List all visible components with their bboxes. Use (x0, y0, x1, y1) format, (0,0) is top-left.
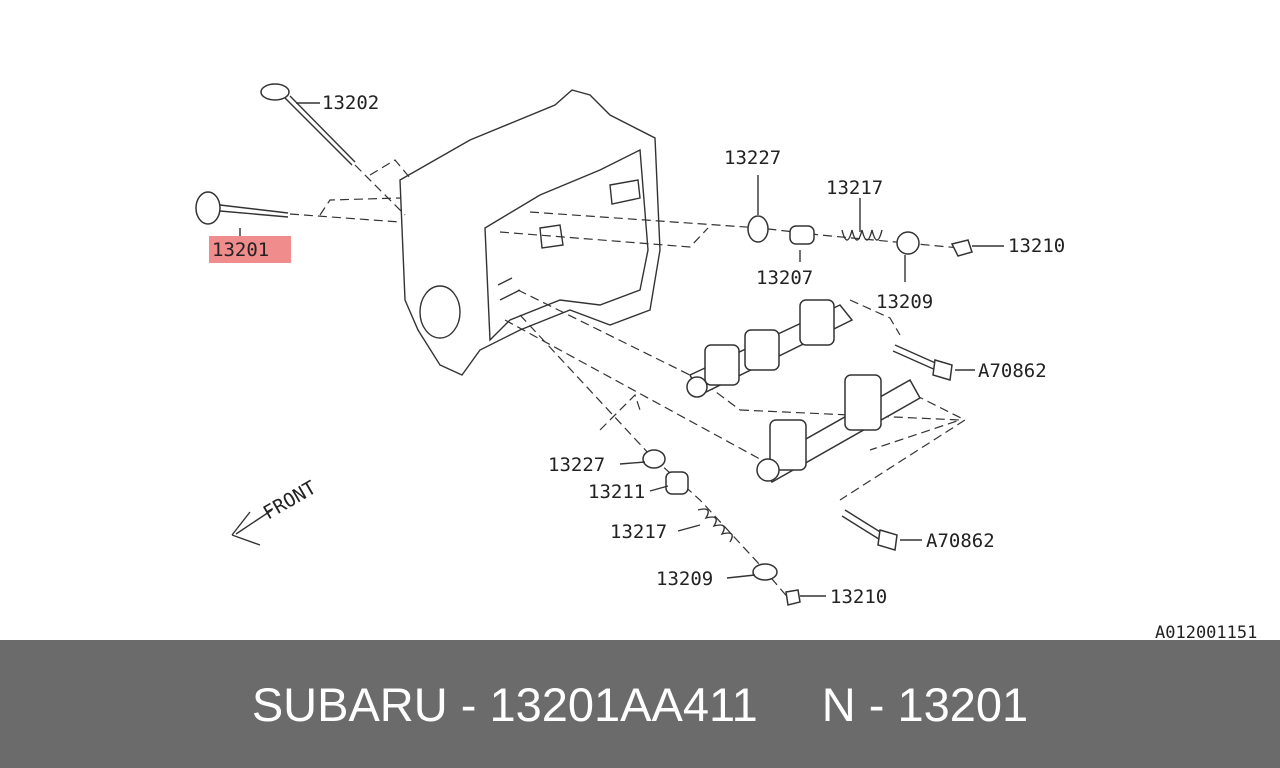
front-arrow-icon (231, 509, 273, 546)
exhaust-valve-13202 (260, 83, 356, 166)
label-13209-top: 13209 (876, 291, 933, 313)
label-a70862-top: A70862 (978, 360, 1047, 382)
label-a70862-bottom: A70862 (926, 530, 995, 552)
label-13217-bottom: 13217 (610, 521, 667, 543)
rocker-assembly-top (686, 299, 854, 398)
label-13209-bottom: 13209 (656, 568, 713, 590)
label-13211: 13211 (588, 481, 645, 503)
leader-lines (239, 102, 1004, 597)
label-13201: 13201 (212, 239, 269, 261)
retainer-13207 (789, 225, 815, 245)
seal-13227-bottom (642, 449, 666, 469)
label-13217-top: 13217 (826, 177, 883, 199)
cap-13209-bottom (752, 563, 778, 581)
bolt-a70862-bottom (841, 509, 898, 551)
adjuster-13210-bottom (785, 589, 801, 606)
rocker-assembly-bottom (756, 374, 922, 483)
seal-13227-top (747, 215, 769, 243)
cylinder-head (399, 89, 661, 376)
bolt-a70862-top (892, 344, 953, 381)
label-13207: 13207 (756, 267, 813, 289)
front-label: FRONT (260, 477, 321, 525)
label-13202: 13202 (322, 92, 379, 114)
figure-code: A012001151 (1155, 623, 1257, 640)
footer-part-number: N - 13201 (821, 677, 1029, 731)
adjuster-13210-top (950, 239, 973, 257)
retainer-13211 (665, 471, 689, 495)
parts-diagram: FRONT 13202 13201 13227 13217 13210 1320… (195, 83, 1257, 640)
spring-13217-top (841, 229, 920, 255)
label-13227-bottom: 13227 (548, 454, 605, 476)
footer-brand-part: SUBARU - 13201AA411 (251, 677, 758, 731)
label-13210-bottom: 13210 (830, 586, 887, 608)
intake-valve-13201 (195, 191, 289, 225)
label-13227-top: 13227 (724, 147, 781, 169)
highlight-box (209, 236, 291, 263)
spring-13217-bottom (697, 508, 733, 543)
part-footer: SUBARU - 13201AA411 N - 13201 (0, 640, 1280, 768)
label-13210-top: 13210 (1008, 235, 1065, 257)
